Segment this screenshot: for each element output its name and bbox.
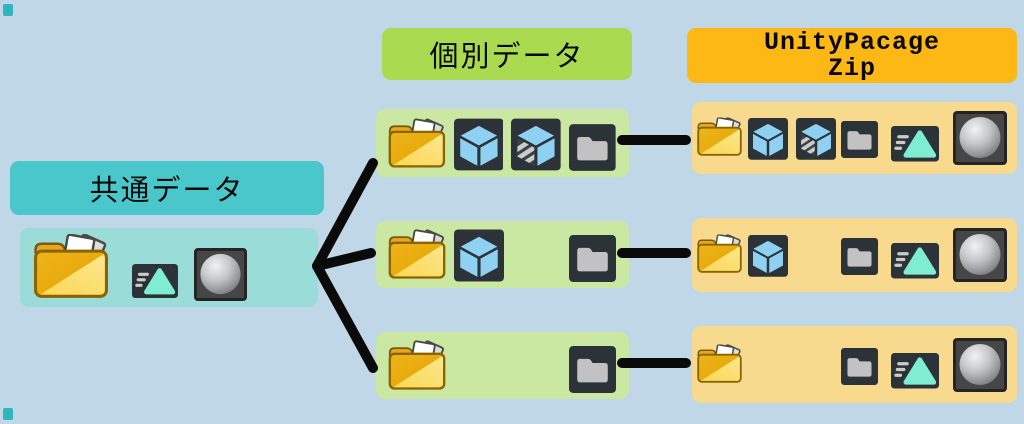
folder-open-icon — [387, 339, 447, 393]
folder-gray-icon — [569, 235, 616, 282]
individual-data-header: 個別データ — [382, 28, 632, 80]
folder-open-icon — [696, 344, 743, 384]
folder-gray-icon — [569, 346, 616, 393]
prefab-variant-cube-icon — [511, 118, 561, 171]
folder-gray-icon — [841, 121, 878, 158]
shader-icon — [891, 126, 939, 162]
prefab-cube-icon — [748, 234, 788, 277]
shader-icon — [891, 352, 939, 388]
common-data-box — [20, 228, 318, 307]
material-sphere-icon — [953, 228, 1007, 282]
package-row-1 — [692, 102, 1017, 174]
package-label-line2: Zip — [827, 53, 876, 83]
folder-gray-icon — [569, 124, 616, 171]
package-header: UnityPacage Zip — [687, 28, 1017, 83]
folder-open-icon — [387, 228, 447, 282]
prefab-cube-icon — [748, 117, 788, 160]
individual-data-label: 個別データ — [429, 39, 585, 73]
folder-open-icon — [30, 234, 112, 300]
package-row-3 — [692, 326, 1017, 403]
individual-row-3 — [376, 332, 629, 399]
branch-connector — [312, 158, 378, 373]
material-sphere-icon — [194, 248, 247, 301]
material-sphere-icon — [953, 111, 1007, 165]
corner-accent-bottom — [3, 408, 13, 420]
corner-accent-top — [3, 4, 13, 16]
common-data-label: 共通データ — [89, 173, 245, 207]
material-sphere-icon — [953, 338, 1007, 392]
folder-open-icon — [696, 234, 743, 274]
branch-connector-middle — [312, 248, 376, 271]
individual-row-2 — [376, 221, 629, 288]
package-row-2 — [692, 218, 1017, 292]
shader-icon — [130, 264, 180, 298]
prefab-cube-icon — [454, 229, 504, 282]
common-data-header: 共通データ — [10, 161, 324, 215]
individual-row-1 — [376, 109, 629, 177]
folder-gray-icon — [841, 238, 878, 275]
folder-open-icon — [387, 117, 447, 171]
shader-icon — [891, 243, 939, 279]
package-label-line1: UnityPacage — [763, 27, 941, 57]
folder-gray-icon — [841, 347, 878, 384]
prefab-cube-icon — [454, 118, 504, 171]
folder-open-icon — [696, 117, 743, 157]
prefab-variant-cube-icon — [796, 117, 836, 160]
